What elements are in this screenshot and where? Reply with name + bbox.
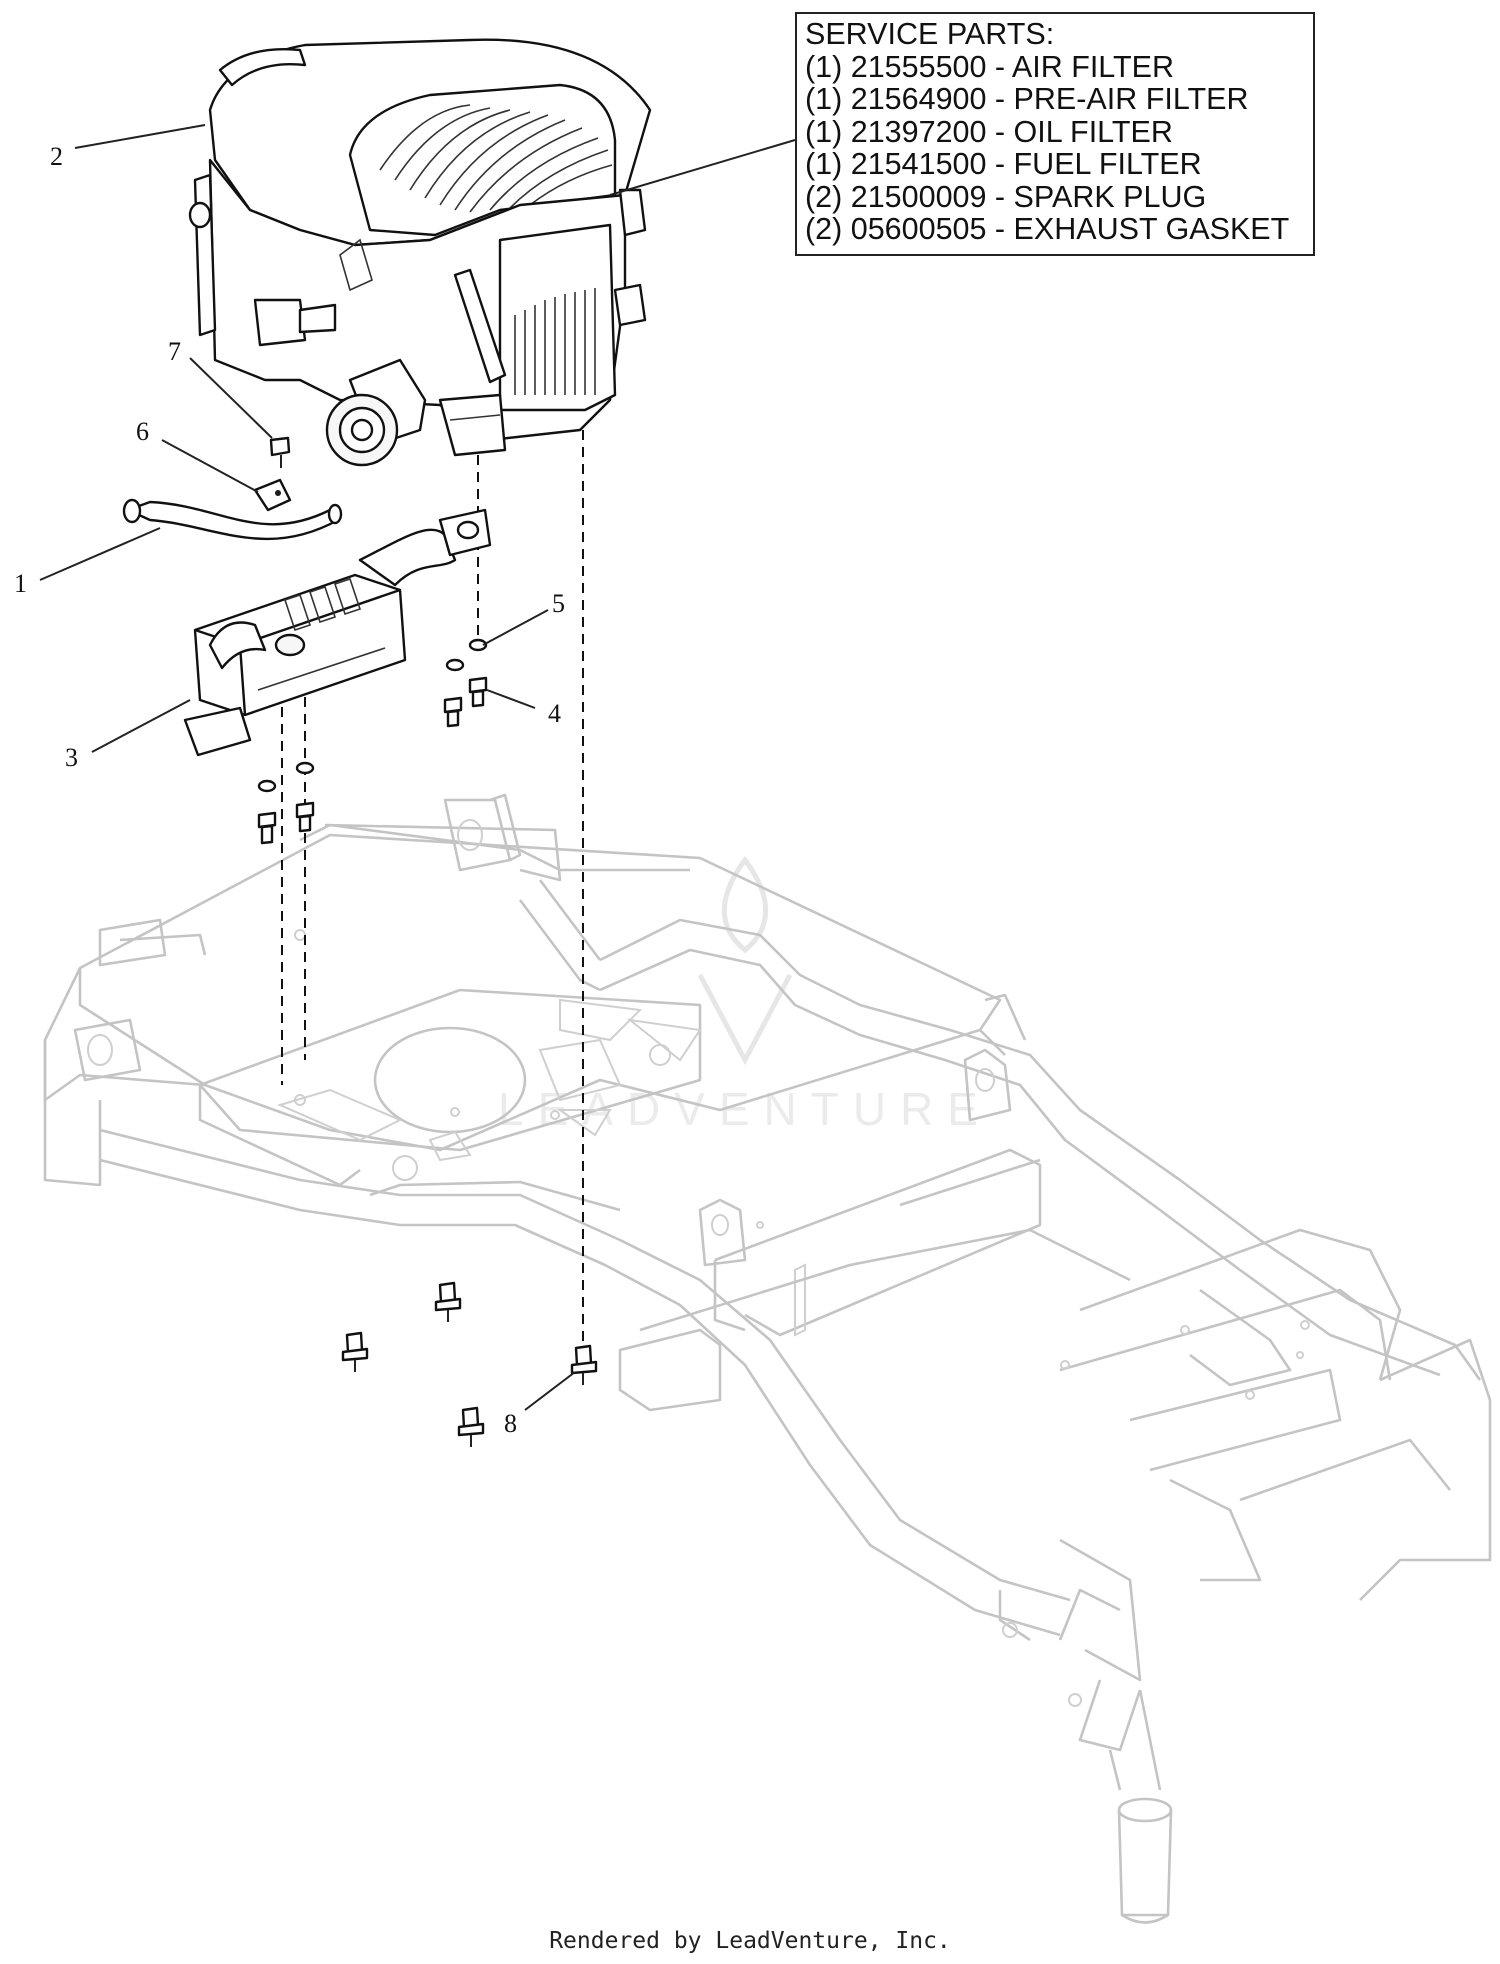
callout-1: 1 — [14, 569, 27, 598]
service-part-fuel-filter: (1) 21541500 - FUEL FILTER — [805, 147, 1202, 181]
callout-2: 2 — [50, 142, 63, 171]
clip-screw — [269, 436, 291, 468]
footer-credit: Rendered by LeadVenture, Inc. — [549, 1928, 951, 1954]
engine — [188, 38, 652, 467]
frame-bolt — [434, 1281, 462, 1322]
callout-3: 3 — [65, 743, 78, 772]
frame-bolt — [570, 1344, 598, 1385]
service-part-exhaust-gasket: (2) 05600505 - EXHAUST GASKET — [805, 212, 1290, 246]
engine-fins — [514, 288, 596, 395]
frame-bolt — [457, 1406, 485, 1447]
callout-labels: 1 2 3 4 5 6 7 8 — [14, 142, 565, 1438]
leader-lines — [39, 124, 796, 1411]
muffler-bolt — [295, 801, 315, 833]
muffler-ribs — [257, 577, 386, 691]
frame-bolt — [341, 1331, 369, 1372]
callout-4: 4 — [548, 699, 561, 728]
service-part-oil-filter: (1) 21397200 - OIL FILTER — [805, 114, 1173, 149]
callout-8: 8 — [504, 1409, 517, 1438]
engine-grille — [379, 104, 613, 213]
mount-bolt — [468, 676, 488, 708]
service-parts-box: SERVICE PARTS: (1) 21555500 - AIR FILTER… — [795, 12, 1315, 256]
mount-bolt — [443, 696, 463, 728]
hardware — [257, 638, 598, 1447]
muffler — [183, 508, 492, 757]
service-part-spark-plug: (2) 21500009 - SPARK PLUG — [805, 179, 1207, 214]
hose-clip — [253, 478, 292, 512]
mower-frame — [43, 793, 1492, 1924]
breather-hose — [122, 498, 343, 541]
callout-7: 7 — [168, 337, 181, 366]
service-part-air-filter: (1) 21555500 - AIR FILTER — [805, 49, 1174, 84]
callout-6: 6 — [136, 417, 149, 446]
service-part-pre-air-filter: (1) 21564900 - PRE-AIR FILTER — [805, 82, 1249, 116]
service-parts-title: SERVICE PARTS: — [805, 17, 1055, 51]
muffler-bolt — [257, 811, 277, 845]
callout-5: 5 — [552, 589, 565, 618]
